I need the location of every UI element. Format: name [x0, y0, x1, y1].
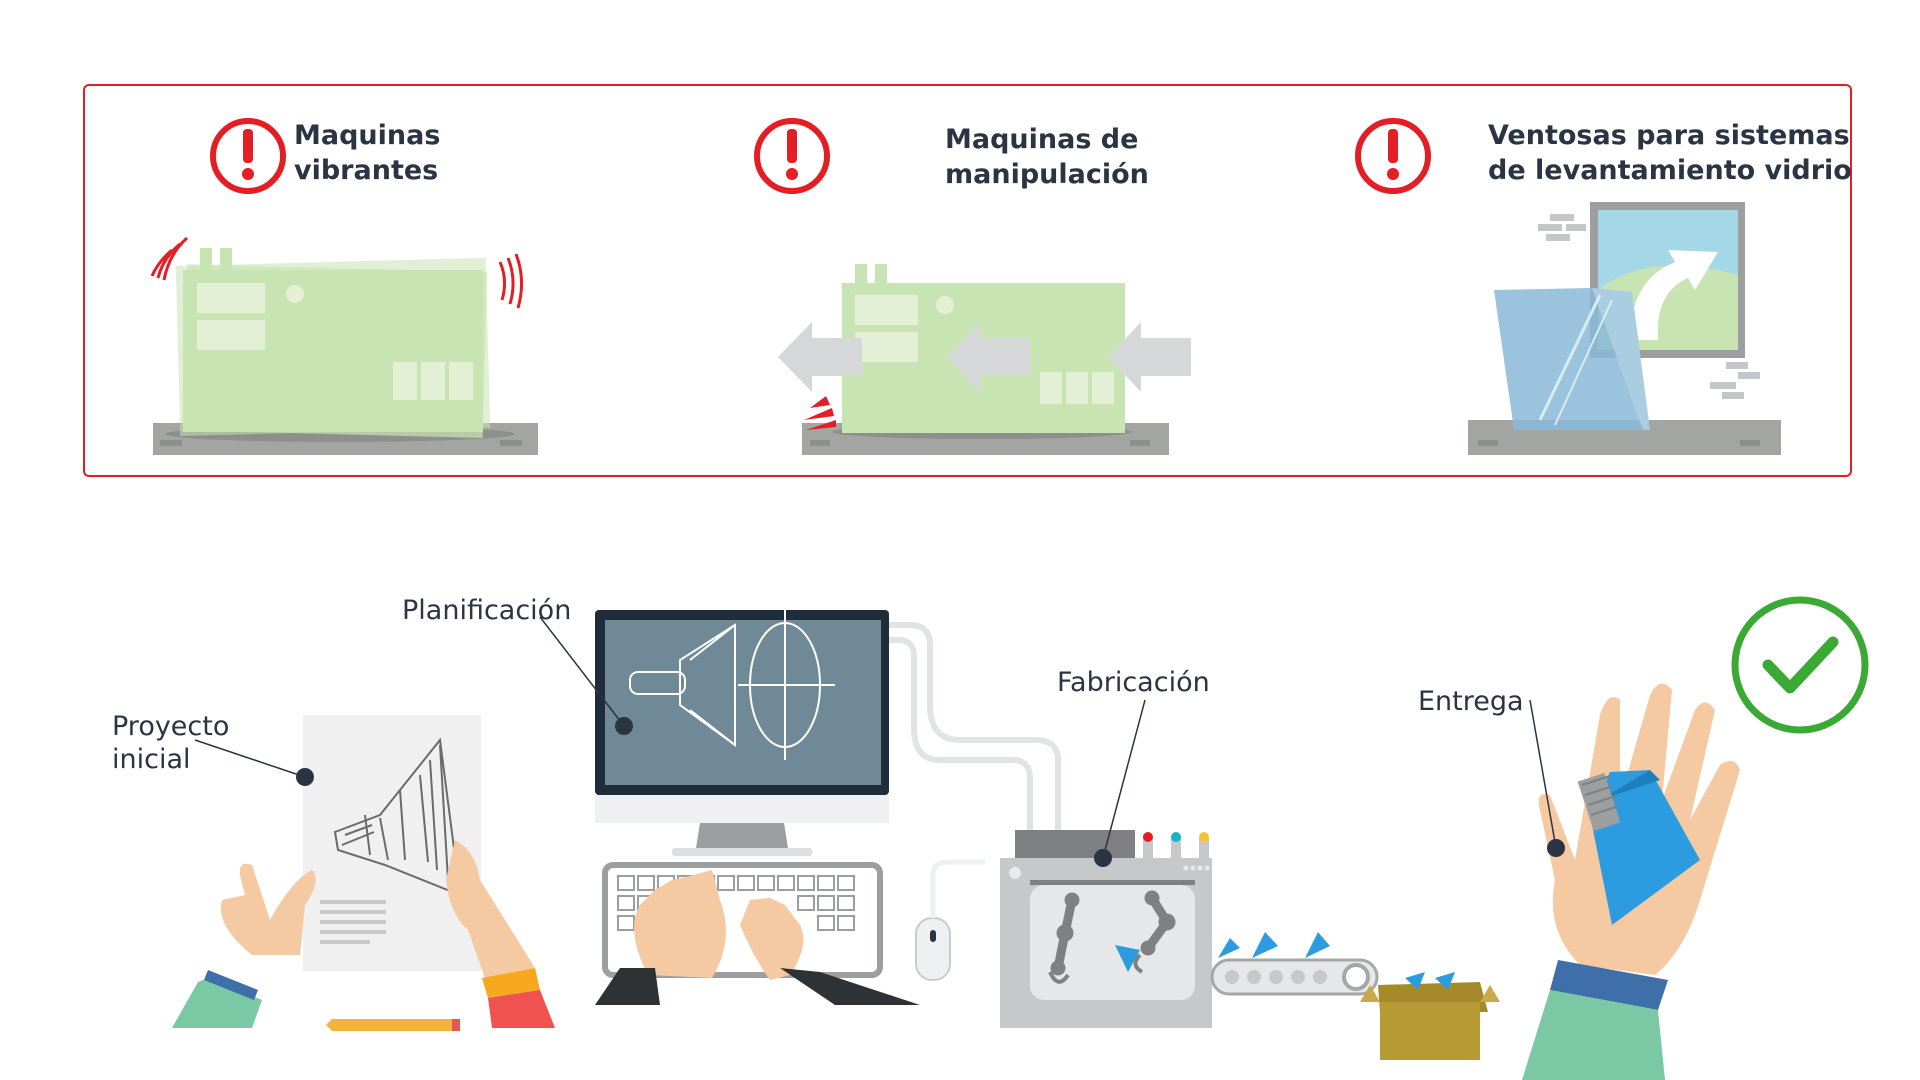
warning-title-vibrating: Maquinas vibrantes [294, 118, 440, 188]
planning-scene [539, 610, 985, 1005]
check-circle-icon [1731, 596, 1869, 734]
warning-title-line1: Maquinas [294, 120, 441, 151]
cables [889, 622, 1061, 830]
warning-title-line2: manipulación [945, 159, 1149, 190]
initial-project-scene [172, 715, 555, 1031]
manufacturing-scene [1000, 699, 1500, 1060]
exclamation-circle-icon [210, 118, 286, 194]
delivery-box [1360, 972, 1500, 1060]
delivery-scene [1522, 683, 1740, 1080]
metal-part [1577, 772, 1621, 832]
step-label-delivery: Entrega [1418, 686, 1524, 717]
step-label-line2: inicial [112, 744, 191, 775]
vibrating-machine [150, 236, 538, 455]
glass-lifting-scene [1468, 202, 1781, 455]
warning-title-line1: Ventosas para sistemas [1488, 120, 1850, 151]
exclamation-circle-icon [754, 118, 830, 194]
warning-title-line2: vibrantes [294, 155, 439, 186]
warning-title-suction: Ventosas para sistemas de levantamiento … [1488, 118, 1852, 188]
step-label-manufacturing: Fabricación [1057, 667, 1210, 698]
exclamation-circle-icon [1355, 118, 1431, 194]
warnings-panel [83, 84, 1852, 477]
cad-drawing [629, 610, 835, 760]
warning-title-handling: Maquinas de manipulación [945, 122, 1149, 192]
step-label-line1: Proyecto [112, 711, 230, 742]
handling-machine [778, 264, 1191, 455]
document-text-lines [320, 900, 386, 944]
warning-title-line1: Maquinas de [945, 124, 1139, 155]
status-lights [1143, 832, 1209, 858]
warning-title-line2: de levantamiento vidrio [1488, 155, 1852, 186]
conveyor-belt [1210, 932, 1379, 996]
step-label-initial-project: Proyecto inicial [112, 710, 229, 776]
robot-arms [1048, 890, 1176, 984]
wall-bricks [1538, 214, 1760, 399]
